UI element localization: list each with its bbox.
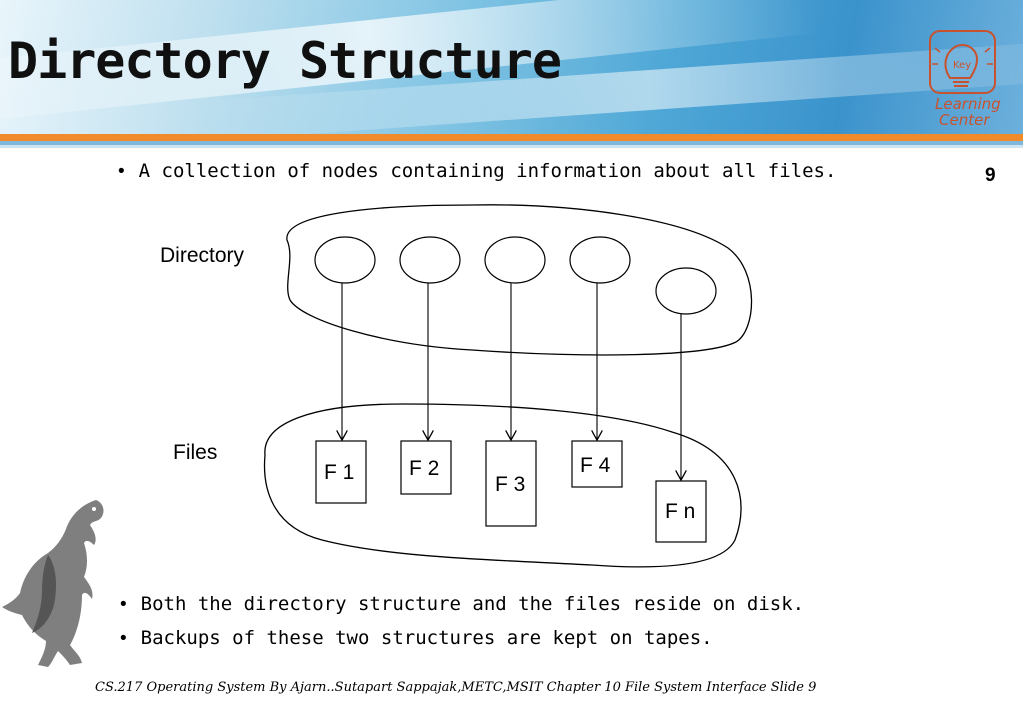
header-banner <box>0 0 1023 134</box>
directory-node-4 <box>569 236 631 284</box>
file-label-3: F 3 <box>495 473 526 496</box>
directory-node-3 <box>484 236 546 284</box>
slide-title: Directory Structure <box>8 32 562 90</box>
bullet-dot: • <box>118 161 125 182</box>
directory-blob <box>286 204 753 356</box>
file-box-3 <box>485 440 537 527</box>
file-label-1: F 1 <box>324 461 355 484</box>
header-divider-blue <box>0 141 1023 145</box>
logo-learning-text: Learning <box>935 95 1001 113</box>
bullet-tapes: • Backups of these two structures are kep… <box>120 627 713 650</box>
file-box-4 <box>571 440 623 488</box>
bullet-dot: • <box>120 594 127 615</box>
file-label-5: F n <box>665 500 696 523</box>
file-box-5 <box>655 480 707 543</box>
header-divider-grey <box>0 145 1023 148</box>
slide-number: 9 <box>985 165 996 186</box>
files-blob <box>263 403 742 568</box>
header-divider-orange <box>0 134 1023 141</box>
bullet-tapes-text: Backups of these two structures are kept… <box>140 627 713 649</box>
slide-footer: CS.217 Operating System By Ajarn..Sutapa… <box>95 680 817 695</box>
files-label: Files <box>173 441 218 464</box>
bullet-disk: • Both the directory structure and the fi… <box>120 593 804 616</box>
directory-node-1 <box>314 236 376 284</box>
file-label-4: F 4 <box>580 454 611 477</box>
directory-label: Directory <box>160 244 245 267</box>
file-box-2 <box>400 440 452 495</box>
bullet-intro: • A collection of nodes containing inform… <box>118 160 836 183</box>
logo-key-text: Key <box>953 60 971 71</box>
bullet-intro-text: A collection of nodes containing informa… <box>138 160 837 182</box>
file-box-1 <box>315 440 367 504</box>
directory-node-2 <box>399 236 461 284</box>
bullet-disk-text: Both the directory structure and the fil… <box>140 593 805 615</box>
key-learning-center-logo: Key Learning Center <box>929 30 1001 129</box>
logo-center-text: Center <box>939 111 990 129</box>
dinosaur-mascot-icon <box>2 500 104 667</box>
file-label-2: F 2 <box>409 457 440 480</box>
bullet-dot: • <box>120 628 127 649</box>
directory-node-5 <box>655 267 717 315</box>
